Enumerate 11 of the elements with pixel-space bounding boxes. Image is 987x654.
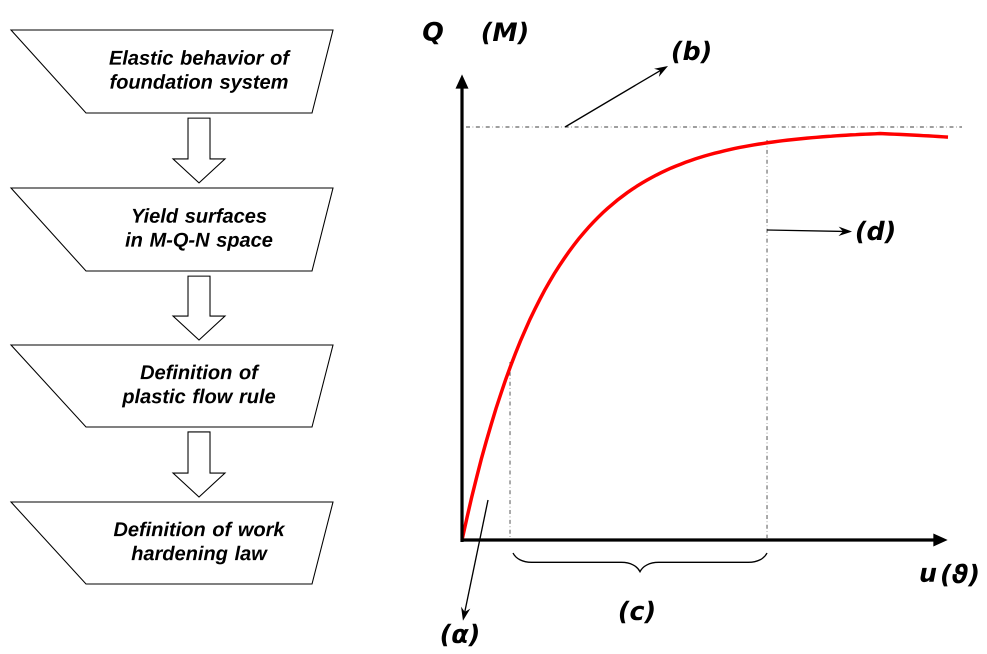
block-arrow (172, 276, 226, 341)
block-arrow (172, 118, 226, 184)
axis-label: u (920, 568, 936, 582)
axis-label: Q (423, 22, 443, 44)
axis-label: (M) (482, 22, 527, 44)
axis-label: (c) (620, 600, 654, 624)
callout-label: (α) (442, 624, 478, 646)
callout-label: (d) (856, 220, 894, 244)
callout-label: (b) (672, 40, 710, 64)
axis-label: (ϑ) (942, 564, 978, 586)
block-arrow (172, 431, 226, 498)
